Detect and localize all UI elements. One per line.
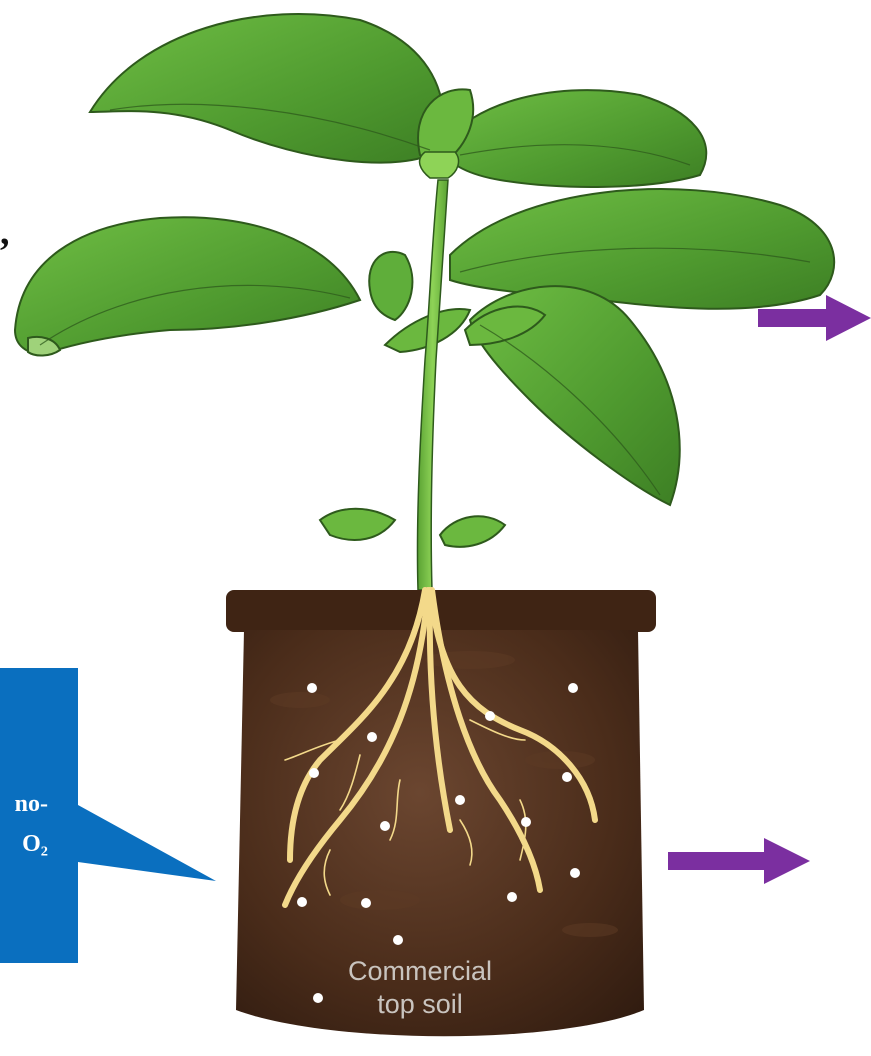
soil-label-line-1: Commercial [300,955,540,988]
soil-label: Commercial top soil [300,955,540,1021]
lower-right-arrow [668,838,810,884]
callout-line-1: no- [0,784,48,824]
callout-text: no- O₂ [0,784,48,864]
soil-label-line-2: top soil [300,988,540,1021]
callout-line-2: O₂ [0,824,48,864]
cut-text-comma: , [0,212,10,252]
